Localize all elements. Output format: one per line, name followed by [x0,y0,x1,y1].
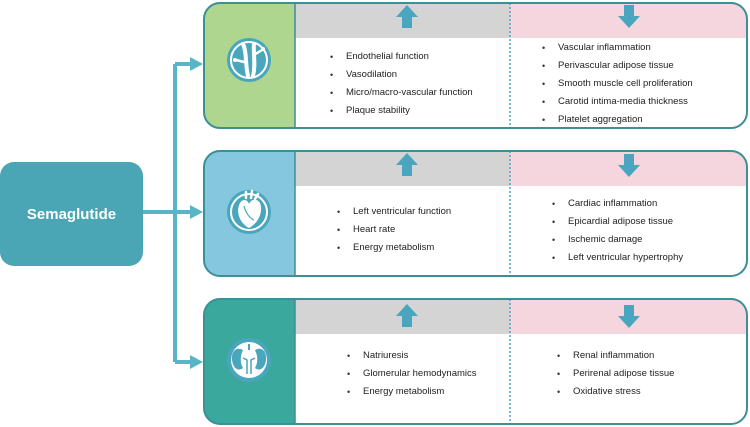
increase-arrow-icon [396,304,418,327]
list-item: Perivascular adipose tissue [542,57,693,75]
list-item: Energy metabolism [337,239,451,257]
arrowhead-middle [190,205,203,219]
arrowhead-top [190,57,203,71]
heart-icon [227,189,271,234]
increase-arrow-icon [396,153,418,176]
list-item: Plaque stability [330,102,473,120]
list-item: Ischemic damage [552,231,683,249]
list-item: Smooth muscle cell proliferation [542,75,693,93]
decrease-arrow-icon [618,305,640,328]
row-kidney-increased-list: Natriuresis Glomerular hemodynamics Ener… [347,347,477,401]
row-heart-decreased-list: Cardiac inflammation Epicardial adipose … [552,195,683,267]
decrease-arrow-icon [618,5,640,28]
list-item: Left ventricular hypertrophy [552,249,683,267]
decrease-arrow-icon [618,154,640,177]
list-item: Vasodilation [330,66,473,84]
drug-box [0,162,143,266]
list-item: Carotid intima-media thickness [542,93,693,111]
drug-label: Semaglutide [26,205,117,223]
arrowhead-bottom [190,355,203,369]
list-item: Natriuresis [347,347,477,365]
list-item: Platelet aggregation [542,111,693,129]
row-vascular-increased-list: Endothelial function Vasodilation Micro/… [330,48,473,120]
list-item: Renal inflammation [557,347,674,365]
list-item: Heart rate [337,221,451,239]
list-item: Energy metabolism [347,383,477,401]
row-kidney-decreased-list: Renal inflammation Perirenal adipose tis… [557,347,674,401]
list-item: Micro/macro-vascular function [330,84,473,102]
kidney-icon [227,338,271,382]
list-item: Perirenal adipose tissue [557,365,674,383]
connector-arrowheads [190,57,203,369]
list-item: Cardiac inflammation [552,195,683,213]
list-item: Endothelial function [330,48,473,66]
list-item: Vascular inflammation [542,39,693,57]
list-item: Oxidative stress [557,383,674,401]
list-item: Left ventricular function [337,203,451,221]
list-item: Glomerular hemodynamics [347,365,476,383]
row-vascular-decreased-list: Vascular inflammation Perivascular adipo… [542,39,693,129]
blood-vessel-icon [227,38,271,82]
list-item: Epicardial adipose tissue [552,213,683,231]
connector-lines [143,62,192,364]
row-heart-increased-list: Left ventricular function Heart rate Ene… [337,203,451,257]
increase-arrow-icon [396,5,418,28]
